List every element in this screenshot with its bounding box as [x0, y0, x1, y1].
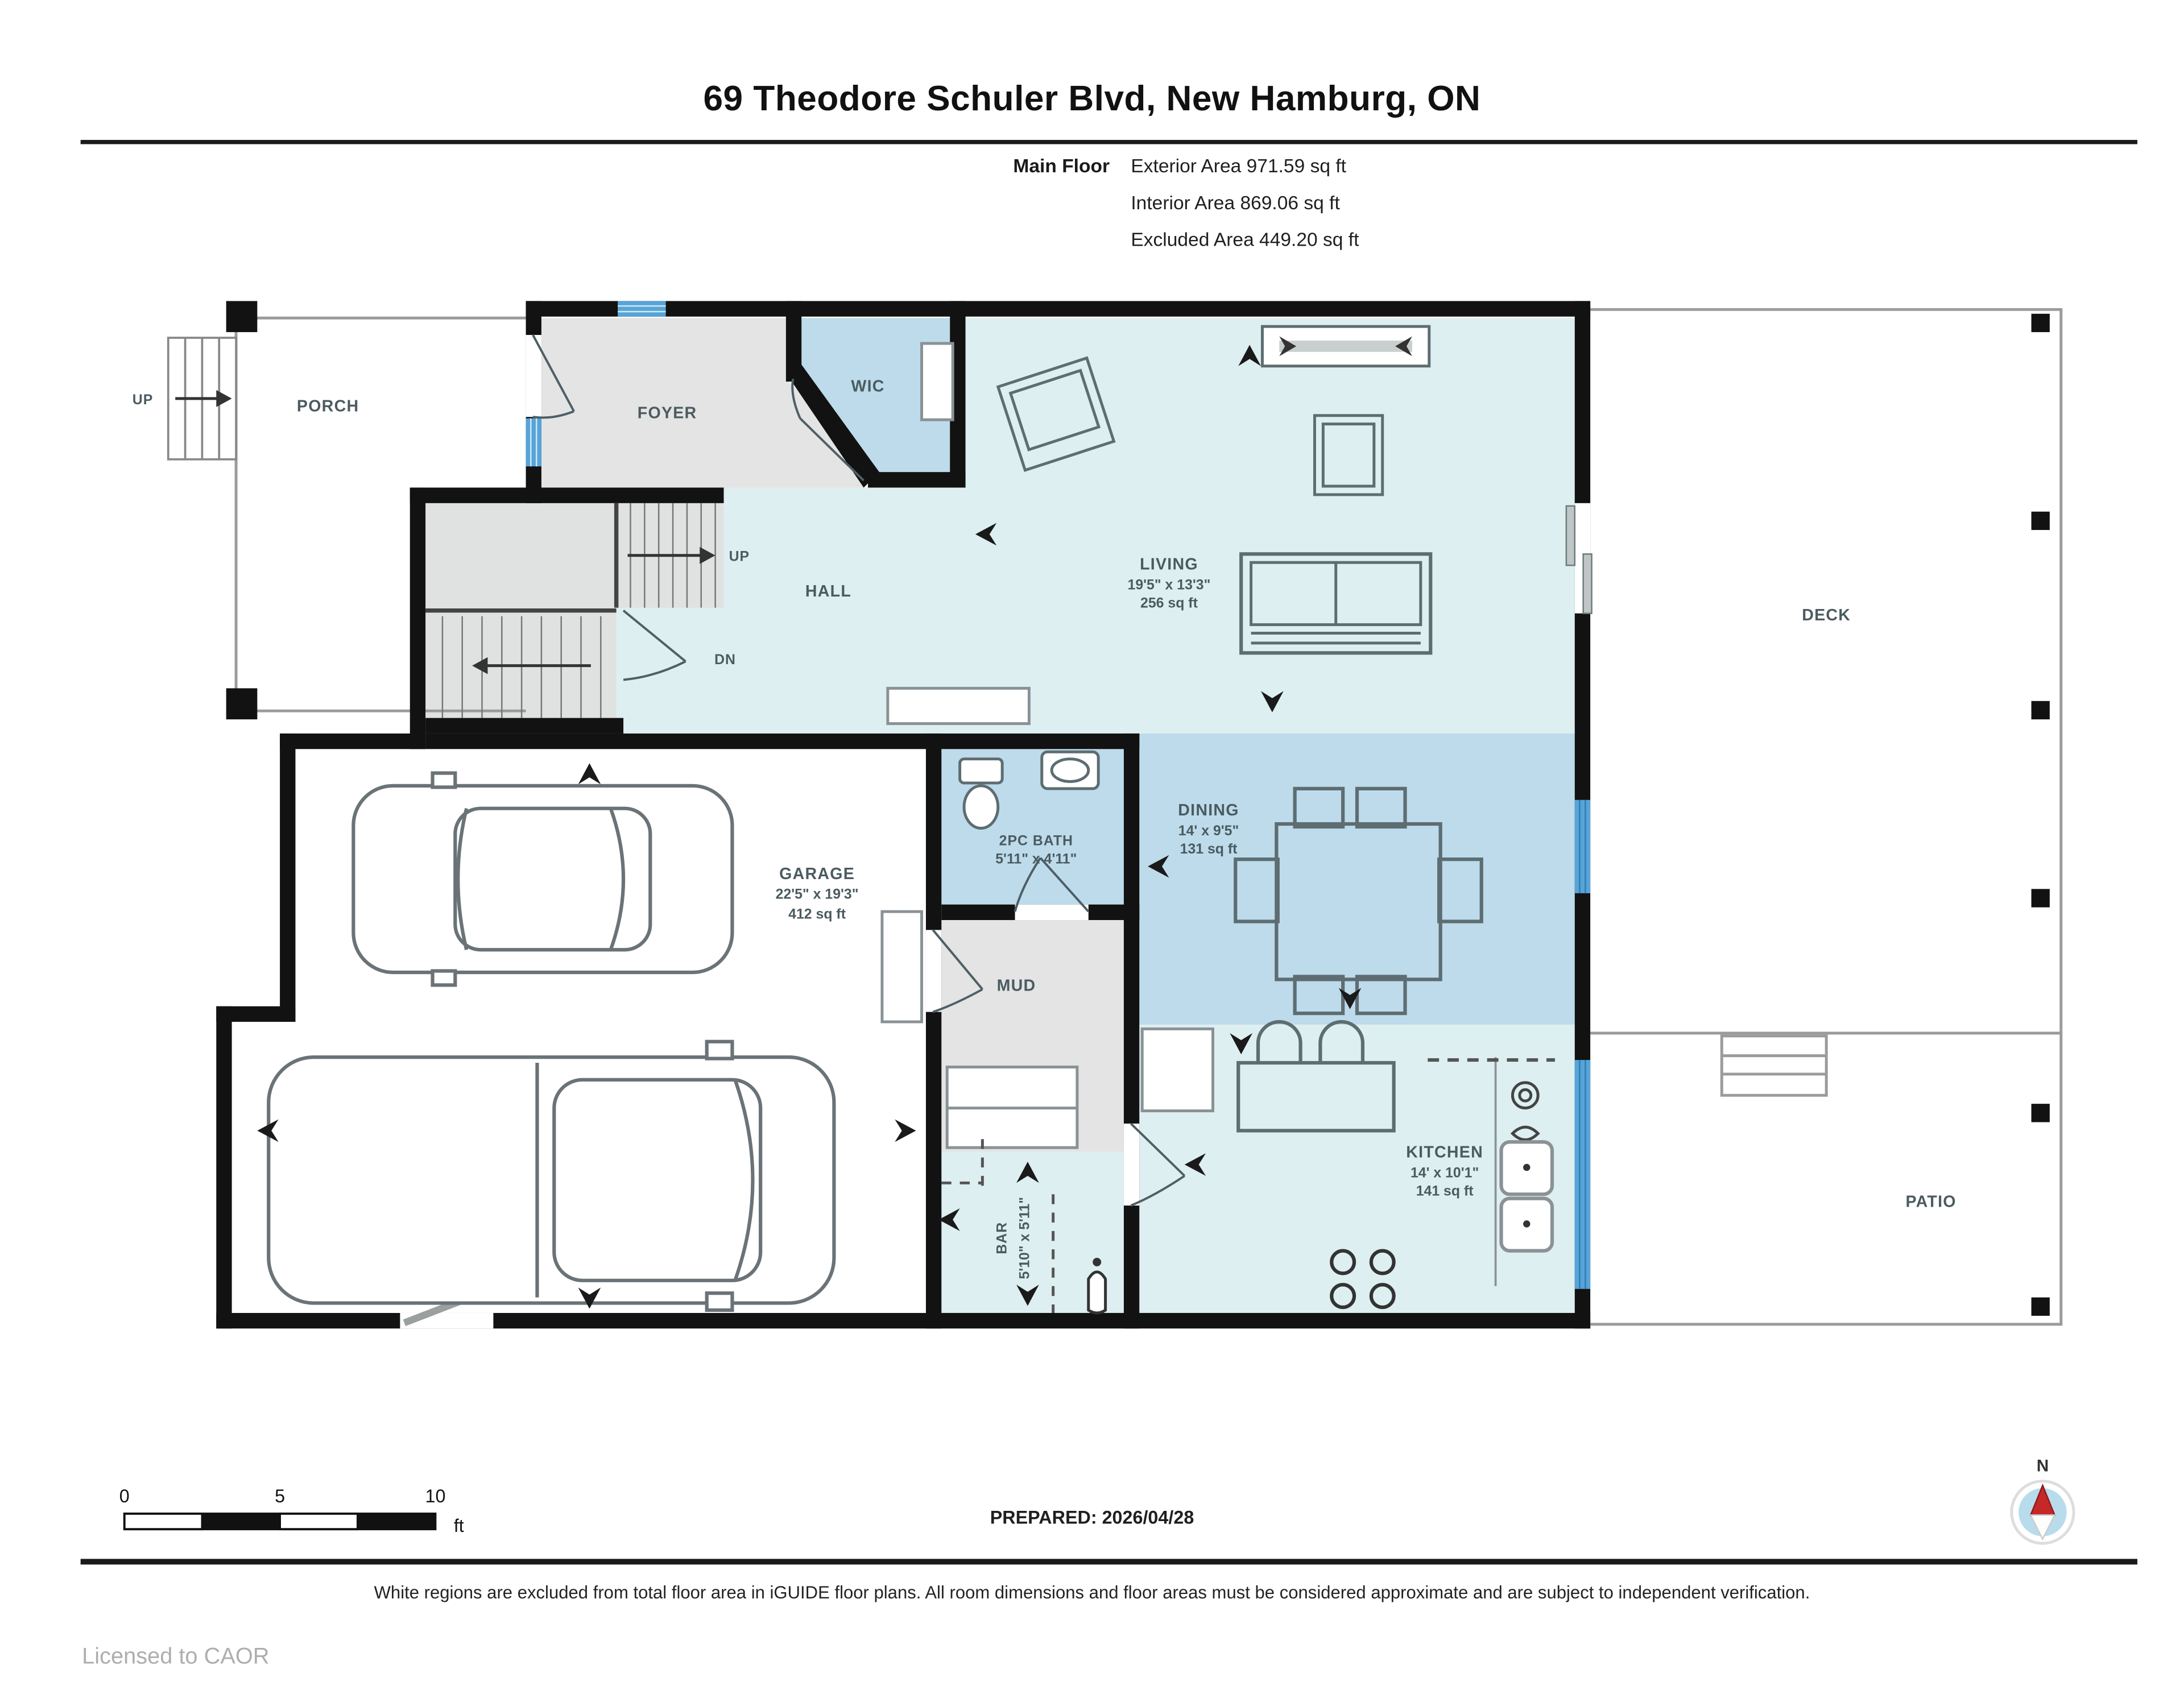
- deck-label: DECK: [1802, 606, 1851, 624]
- porch-outline: [226, 301, 526, 720]
- island-stools: [1256, 1020, 1365, 1063]
- scale-bar: 0 5 10 ft: [119, 1486, 464, 1536]
- deck-patio-outline: [1590, 308, 2063, 1326]
- bath-fixtures: [958, 750, 1100, 830]
- kitchen-label: KITCHEN: [1406, 1144, 1483, 1162]
- license-text: Licensed to CAOR: [82, 1645, 270, 1670]
- deck-posts: [2031, 313, 2050, 1316]
- compass-north-label: N: [2037, 1456, 2049, 1475]
- exterior-area-stat: Exterior Area 971.59 sq ft: [1131, 155, 1346, 177]
- stairs-down-arrow: [472, 657, 591, 674]
- living-label: LIVING: [1140, 556, 1198, 574]
- garage-dims: 22'5" x 19'3": [776, 887, 859, 902]
- compass-needle-south: [2029, 1514, 2056, 1541]
- page-title: 69 Theodore Schuler Blvd, New Hamburg, O…: [703, 79, 1481, 119]
- stove: [1330, 1249, 1396, 1310]
- living-slider-window-icon: [1261, 325, 1431, 368]
- bottle-icon: [1093, 1258, 1102, 1266]
- dining-label: DINING: [1178, 801, 1239, 819]
- porch-steps-up-arrow: [175, 390, 232, 407]
- hall-closet: [886, 686, 1031, 726]
- bar-label: BAR: [995, 1222, 1010, 1254]
- dining-dims: 14' x 9'5": [1178, 823, 1239, 839]
- living-furniture: [886, 356, 1433, 726]
- stairs-dn-label: DN: [714, 652, 736, 668]
- stairs-up-label: UP: [729, 549, 750, 565]
- dining-window: [1574, 799, 1591, 893]
- footer-divider: [80, 1559, 2137, 1564]
- hall-label: HALL: [805, 582, 851, 600]
- bath-label: 2PC BATH: [999, 833, 1073, 848]
- header-divider: [80, 140, 2137, 144]
- windows: [526, 301, 1591, 1289]
- direction-arrows: [257, 345, 1362, 1309]
- sofa: [1239, 552, 1433, 655]
- patio-label: PATIO: [1905, 1193, 1956, 1211]
- toilet-bowl: [962, 784, 1000, 830]
- floor-plan-drawing: PORCH FOYER WIC LIVING 19'5" x 13'3" 256…: [133, 301, 2063, 1329]
- disclaimer-text: White regions are excluded from total fl…: [374, 1583, 1810, 1603]
- scale-tick-0: 0: [119, 1486, 130, 1506]
- room-labels: PORCH FOYER WIC LIVING 19'5" x 13'3" 256…: [133, 377, 1956, 1279]
- armchair: [996, 356, 1116, 472]
- deck-sliding-door: [1565, 505, 1592, 614]
- door-swings: [532, 334, 1186, 1207]
- living-dims: 19'5" x 13'3": [1128, 577, 1211, 593]
- kitchen-fixtures: [1140, 1020, 1555, 1310]
- floor-label: Main Floor: [1013, 155, 1110, 177]
- kitchen-window: [1574, 1060, 1591, 1289]
- kitchen-dims: 14' x 10'1": [1410, 1165, 1479, 1180]
- garage-label: GARAGE: [779, 865, 855, 883]
- car-truck: [267, 1039, 836, 1312]
- kitchen-area: 141 sq ft: [1416, 1184, 1474, 1199]
- side-table: [1313, 414, 1384, 496]
- scale-tick-10: 10: [425, 1486, 446, 1506]
- excluded-area-stat: Excluded Area 449.20 sq ft: [1131, 229, 1359, 250]
- interior-area-stat: Interior Area 869.06 sq ft: [1131, 192, 1340, 214]
- bar-details: [941, 1139, 1107, 1315]
- wic-label: WIC: [851, 377, 884, 395]
- dining-area: 131 sq ft: [1180, 842, 1238, 857]
- door-openings: [400, 335, 1591, 1329]
- dining-chair: [1293, 786, 1345, 829]
- garage-cars: [267, 771, 836, 1312]
- wic-closet-rod: [920, 342, 954, 421]
- fridge: [1140, 1027, 1214, 1113]
- mud-furniture: [880, 910, 1079, 1149]
- mud-bench: [880, 910, 923, 1024]
- mud-label: MUD: [997, 976, 1036, 995]
- foyer-label: FOYER: [638, 404, 697, 422]
- scale-unit: ft: [454, 1515, 464, 1536]
- stairs-up-arrow: [627, 546, 715, 564]
- car-sedan: [351, 771, 734, 987]
- patio-steps: [1720, 1034, 1828, 1097]
- bath-dims: 5'11" x 4'11": [995, 852, 1077, 867]
- dining-chair: [1234, 858, 1280, 923]
- bar-dims: 5'10" x 5'11": [1017, 1197, 1032, 1279]
- dining-furniture: [1234, 786, 1483, 1016]
- living-floor: [965, 318, 1575, 734]
- dining-chair: [1437, 858, 1483, 923]
- prepared-date: PREPARED: 2026/04/28: [990, 1506, 1194, 1528]
- porch-up-label: UP: [133, 392, 154, 408]
- dining-chair: [1355, 786, 1407, 829]
- kitchen-island: [1236, 1061, 1396, 1133]
- garage-area: 412 sq ft: [788, 907, 846, 922]
- toilet-tank: [958, 757, 1004, 785]
- compass: N: [2010, 1456, 2075, 1545]
- porch-label: PORCH: [297, 397, 359, 415]
- living-area: 256 sq ft: [1140, 596, 1198, 611]
- scale-tick-5: 5: [275, 1486, 285, 1506]
